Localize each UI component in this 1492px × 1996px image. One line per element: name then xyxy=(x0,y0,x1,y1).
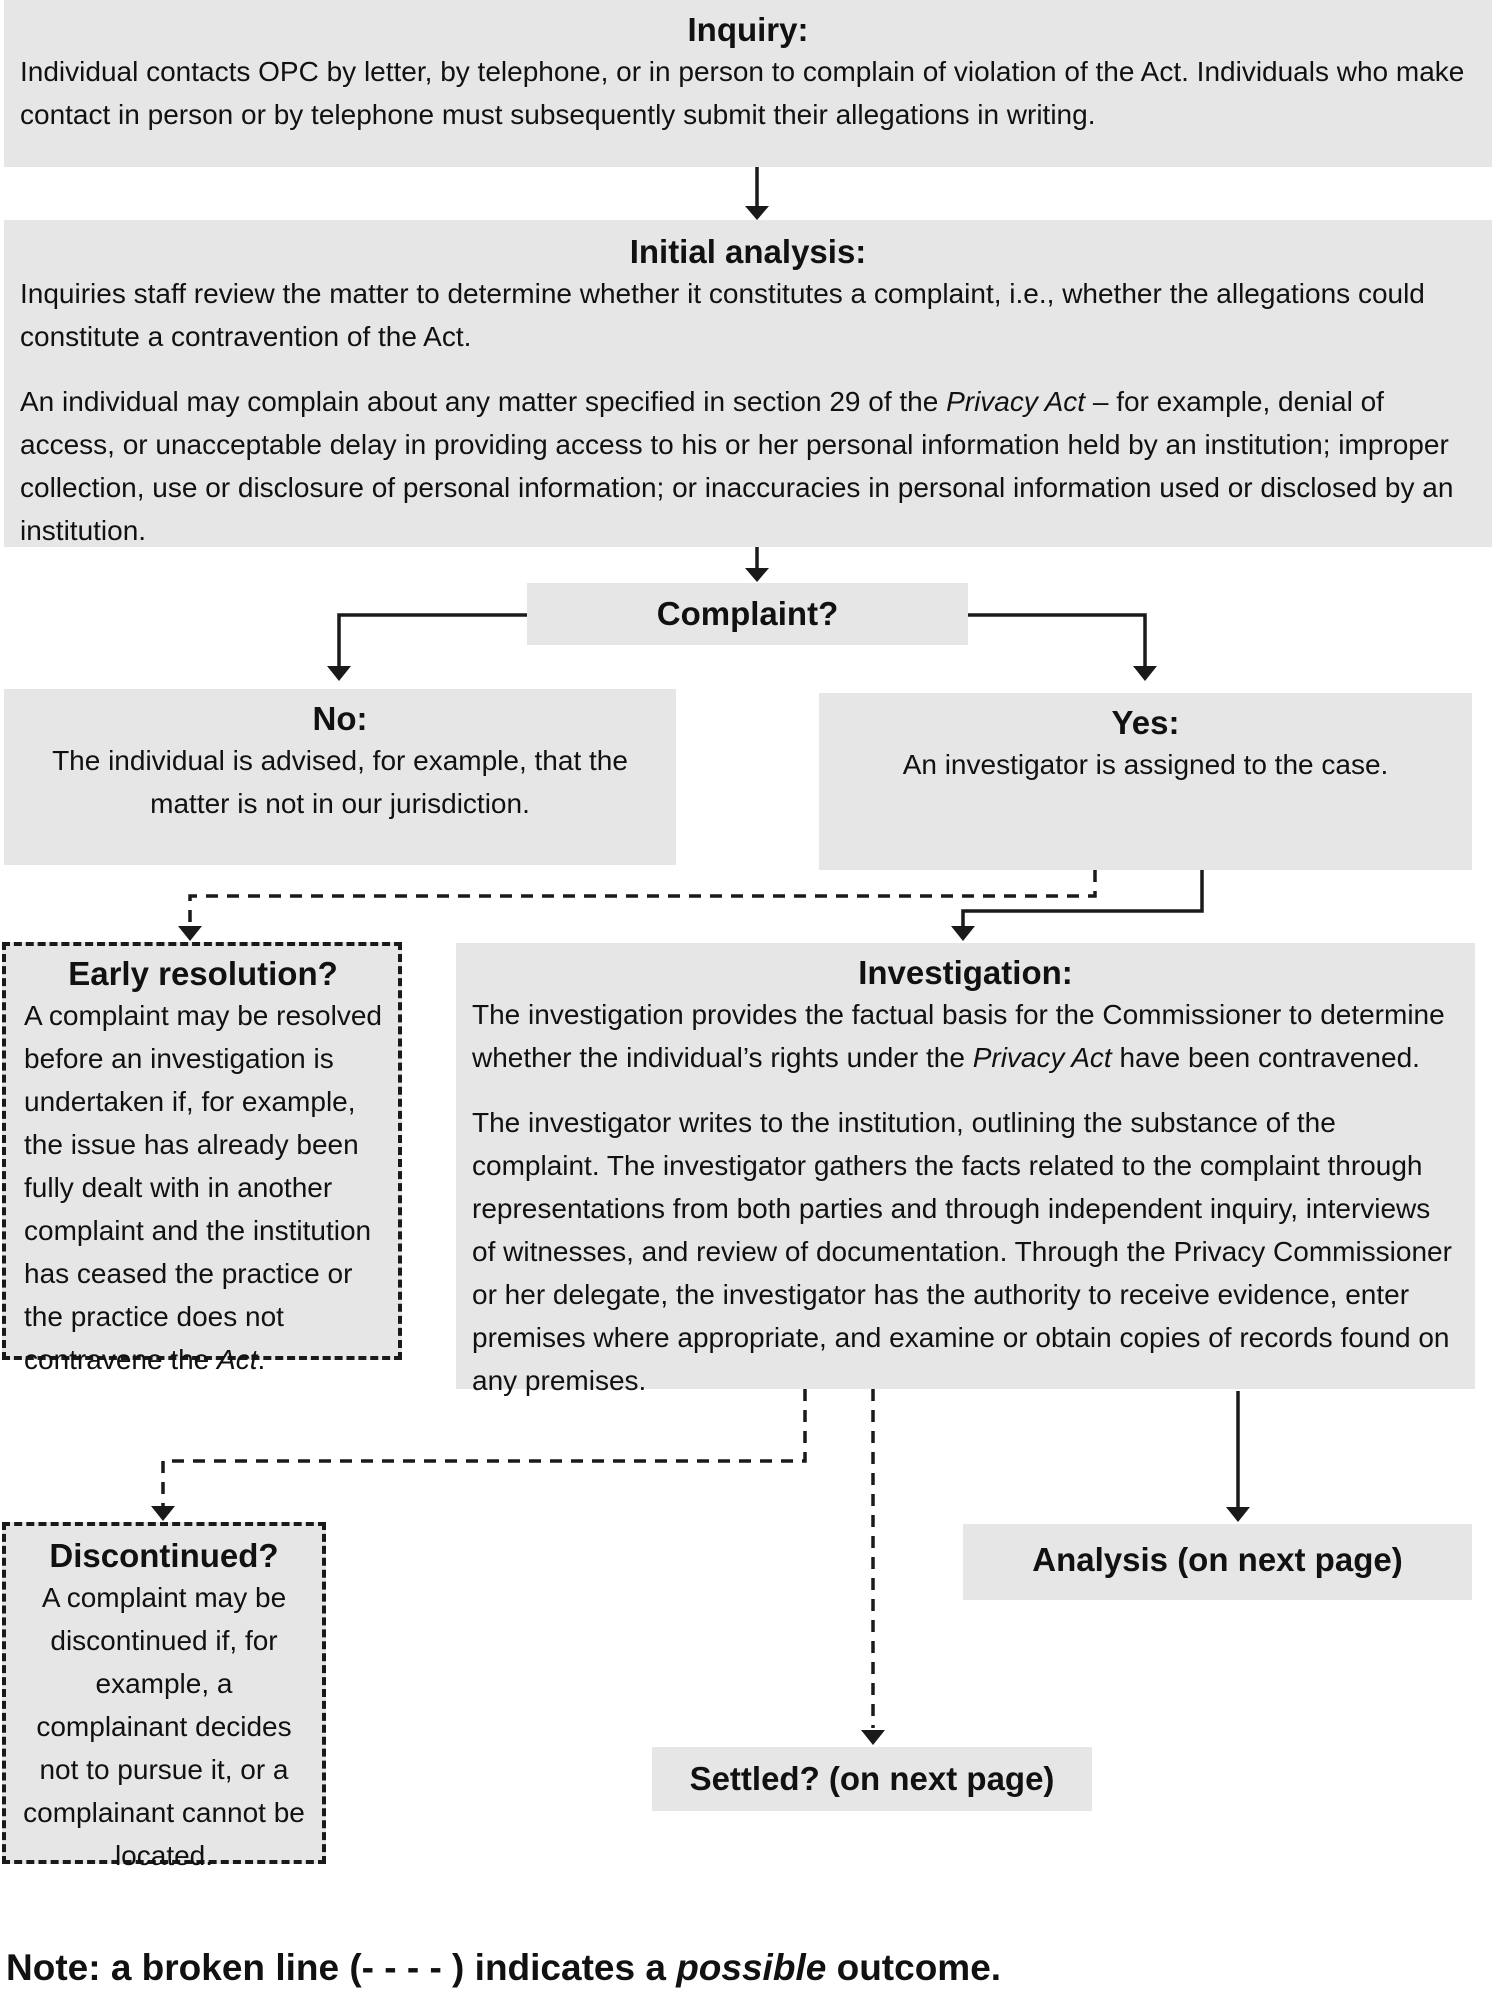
yes-title: Yes: xyxy=(1111,704,1180,741)
arrowhead xyxy=(745,206,769,220)
arrowhead xyxy=(178,926,202,941)
early-resolution-title: Early resolution? xyxy=(68,955,338,992)
initial-analysis-title: Initial analysis: xyxy=(629,233,867,270)
complaint-title: Complaint? xyxy=(656,595,839,632)
arrow-complaint-to-no xyxy=(337,613,527,670)
arrowhead xyxy=(745,568,769,582)
discontinued-text: A complaint may be discontinued if, for … xyxy=(23,1582,305,1871)
initial-analysis-box: Initial analysis: Inquiries staff review… xyxy=(4,220,1492,547)
inquiry-title: Inquiry: xyxy=(687,11,809,48)
analysis-title: Analysis (on next page) xyxy=(1032,1541,1403,1578)
investigation-text-1: The investigation provides the factual b… xyxy=(472,999,1445,1073)
discontinued-box: Discontinued? A complaint may be discont… xyxy=(2,1522,326,1871)
no-title: No: xyxy=(312,700,368,737)
settled-box: Settled? (on next page) xyxy=(652,1747,1092,1811)
investigation-title: Investigation: xyxy=(858,954,1073,991)
arrowhead xyxy=(861,1730,885,1745)
complaint-decision-box: Complaint? xyxy=(527,583,968,645)
arrowhead xyxy=(151,1506,175,1521)
arrow-yes-to-investigation xyxy=(961,870,1204,928)
discontinued-title: Discontinued? xyxy=(49,1537,279,1574)
dashed-arrow-yes-to-early-resolution xyxy=(188,870,1097,926)
investigation-box: Investigation: The investigation provide… xyxy=(456,943,1475,1396)
legend-note: Note: a broken line (- - - - ) indicates… xyxy=(6,1947,1002,1988)
arrowhead xyxy=(951,926,975,941)
arrowhead xyxy=(327,666,351,681)
dashed-arrow-investigation-to-discontinued xyxy=(161,1389,807,1506)
investigation-text-2: The investigator writes to the instituti… xyxy=(472,1107,1452,1396)
arrow-complaint-to-yes xyxy=(968,613,1147,670)
inquiry-text: Individual contacts OPC by letter, by te… xyxy=(20,56,1465,130)
arrowhead xyxy=(1226,1507,1250,1522)
no-box: No: The individual is advised, for examp… xyxy=(4,689,676,865)
yes-text: An investigator is assigned to the case. xyxy=(902,749,1389,780)
no-text: The individual is advised, for example, … xyxy=(52,745,628,819)
early-resolution-box: Early resolution? A complaint may be res… xyxy=(2,942,402,1375)
inquiry-box: Inquiry: Individual contacts OPC by lett… xyxy=(4,0,1492,167)
yes-box: Yes: An investigator is assigned to the … xyxy=(819,693,1472,870)
initial-analysis-text-2: An individual may complain about any mat… xyxy=(20,386,1454,546)
analysis-box: Analysis (on next page) xyxy=(963,1524,1472,1600)
initial-analysis-text-1: Inquiries staff review the matter to det… xyxy=(20,278,1425,352)
early-resolution-text: A complaint may be resolved before an in… xyxy=(24,1000,382,1375)
arrowhead xyxy=(1133,666,1157,681)
settled-title: Settled? (on next page) xyxy=(689,1760,1055,1797)
